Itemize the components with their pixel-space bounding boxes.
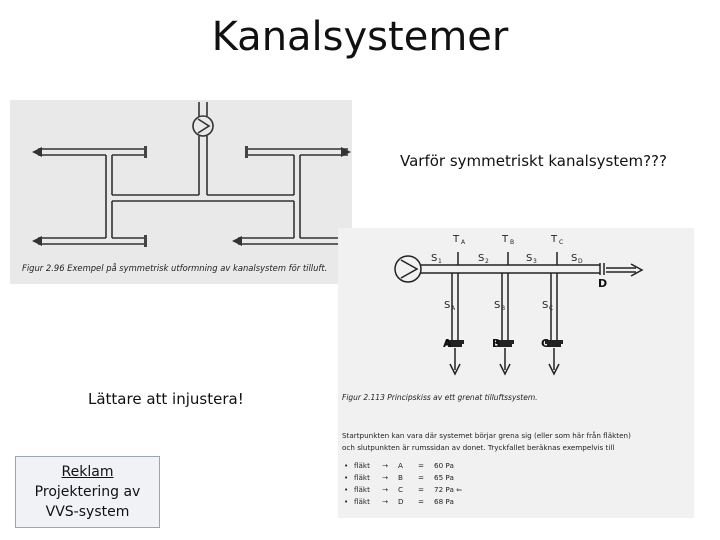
tee-sub: A — [461, 239, 466, 246]
symmetric-duct-diagram: Figur 2.96 Exempel på symmetrisk utformn… — [22, 102, 351, 273]
fan-symbol — [192, 115, 214, 137]
branch-sub: B — [501, 305, 505, 312]
section-label: S — [526, 253, 532, 264]
svg-text:•: • — [344, 473, 348, 482]
figure2-caption: Figur 2.113 Principskiss av ett grenat t… — [342, 393, 538, 402]
list-val: 68 Pa — [434, 497, 454, 506]
list-to: D — [398, 497, 404, 506]
list-val: 65 Pa — [434, 473, 454, 482]
list-to: C — [398, 485, 403, 494]
branched-system-figure: T A T B T C S 1 S 2 S 3 S D S A S B S C … — [338, 228, 694, 518]
list-val: 60 Pa — [434, 461, 454, 470]
svg-text:→: → — [382, 485, 388, 494]
branch-sub: C — [549, 305, 553, 312]
branch-label: S — [542, 300, 548, 311]
tee-label: T — [550, 234, 558, 245]
svg-text:=: = — [418, 461, 424, 470]
figure2-text-line: och slutpunkten är rumssidan av donet. T… — [342, 443, 614, 452]
svg-text:→: → — [382, 497, 388, 506]
reklam-link[interactable]: Reklam — [61, 464, 114, 480]
svg-text:=: = — [418, 485, 424, 494]
svg-text:•: • — [344, 485, 348, 494]
easier-text: Lättare att injustera! — [88, 390, 244, 408]
section-label: S — [431, 253, 437, 264]
slide-title: Kanalsystemer — [211, 14, 509, 60]
section-label: S — [571, 253, 577, 264]
section-sub: 1 — [438, 258, 442, 265]
question-text: Varför symmetriskt kanalsystem??? — [400, 152, 667, 170]
outlet-label-c: C — [541, 337, 549, 350]
tee-sub: C — [559, 239, 563, 246]
branched-system-diagram: T A T B T C S 1 S 2 S 3 S D S A S B S C … — [342, 234, 644, 506]
section-label: S — [478, 253, 484, 264]
list-from: fläkt — [354, 485, 370, 494]
list-from: fläkt — [354, 473, 370, 482]
end-label-d: D — [598, 277, 607, 290]
fan-symbol — [394, 255, 422, 283]
reklam-line: Projektering av — [34, 484, 141, 500]
list-val: 72 Pa ⇐ — [434, 485, 462, 494]
svg-text:•: • — [344, 497, 348, 506]
section-sub: D — [578, 258, 583, 265]
branch-label: S — [494, 300, 500, 311]
reklam-line: VVS-system — [45, 504, 130, 520]
reklam-box[interactable]: Reklam Projektering av VVS-system — [15, 456, 160, 528]
pressure-list: • fläkt → A = 60 Pa • fläkt → B = 65 Pa … — [344, 461, 462, 506]
figure2-text-line: Startpunkten kan vara där systemet börja… — [342, 431, 631, 440]
outlet-label-b: B — [492, 337, 500, 350]
svg-text:•: • — [344, 461, 348, 470]
svg-text:→: → — [382, 461, 388, 470]
svg-text:=: = — [418, 497, 424, 506]
branch-sub: A — [451, 305, 456, 312]
svg-text:→: → — [382, 473, 388, 482]
tee-label: T — [501, 234, 509, 245]
section-sub: 2 — [485, 258, 489, 265]
svg-text:=: = — [418, 473, 424, 482]
figure1-caption: Figur 2.96 Exempel på symmetrisk utformn… — [22, 263, 327, 273]
branch-label: S — [444, 300, 450, 311]
section-sub: 3 — [533, 258, 537, 265]
tee-sub: B — [510, 239, 514, 246]
tee-label: T — [452, 234, 460, 245]
symmetric-duct-figure: Figur 2.96 Exempel på symmetrisk utformn… — [10, 100, 352, 284]
list-from: fläkt — [354, 461, 370, 470]
outlet-label-a: A — [443, 337, 452, 350]
list-from: fläkt — [354, 497, 370, 506]
list-to: B — [398, 473, 403, 482]
list-to: A — [398, 461, 403, 470]
